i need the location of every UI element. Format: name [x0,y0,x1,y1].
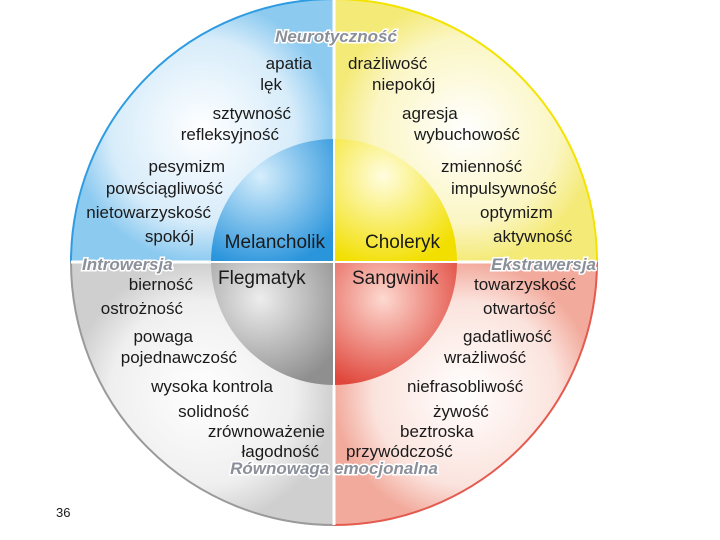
axis-label-emotional-stability: Równowaga emocjonalna [230,459,438,478]
axis-label-introversion: Introwersja [82,255,173,274]
inner-quadrant-choleric [334,139,457,262]
trait-sanguine: niefrasobliwość [407,377,524,396]
trait-choleric: wybuchowość [413,125,520,144]
trait-melancholic: powściągliwość [106,179,224,198]
trait-phlegmatic: bierność [129,275,194,294]
trait-sanguine: beztroska [400,422,474,441]
trait-sanguine: przywódczość [346,442,453,461]
trait-melancholic: pesymizm [148,157,225,176]
temperament-melancholic: Melancholik [225,232,326,253]
trait-sanguine: wrażliwość [443,348,527,367]
axis-label-neuroticism: Neurotyczność [275,27,397,46]
trait-choleric: drażliwość [348,54,428,73]
trait-choleric: aktywność [493,227,573,246]
temperament-phlegmatic: Flegmatyk [218,268,306,289]
trait-melancholic: nietowarzyskość [86,203,211,222]
trait-melancholic: spokój [145,227,194,246]
trait-phlegmatic: pojednawczość [121,348,238,367]
trait-melancholic: refleksyjność [181,125,280,144]
trait-phlegmatic: solidność [178,402,249,421]
axis-label-extraversion: Ekstrawersja [491,255,596,274]
trait-choleric: zmienność [441,157,523,176]
trait-sanguine: otwartość [483,299,556,318]
trait-phlegmatic: powaga [133,327,193,346]
trait-sanguine: towarzyskość [474,275,577,294]
trait-choleric: agresja [402,104,458,123]
trait-sanguine: żywość [433,402,489,421]
trait-phlegmatic: zrównoważenie [208,422,325,441]
temperament-choleric: Choleryk [365,232,440,253]
trait-melancholic: sztywność [213,104,292,123]
trait-phlegmatic: ostrożność [101,299,184,318]
trait-phlegmatic: wysoka kontrola [150,377,273,396]
trait-melancholic: lęk [260,75,282,94]
page-number: 36 [56,505,70,520]
trait-choleric: optymizm [480,203,553,222]
trait-melancholic: apatia [266,54,313,73]
trait-sanguine: gadatliwość [463,327,552,346]
trait-choleric: niepokój [372,75,435,94]
temperament-sanguine: Sangwinik [352,268,439,289]
inner-quadrant-melancholic [211,139,334,262]
inner-quadrant-phlegmatic [211,262,334,385]
inner-quadrant-sanguine [334,262,457,385]
trait-choleric: impulsywność [451,179,557,198]
trait-phlegmatic: łagodność [241,442,319,461]
